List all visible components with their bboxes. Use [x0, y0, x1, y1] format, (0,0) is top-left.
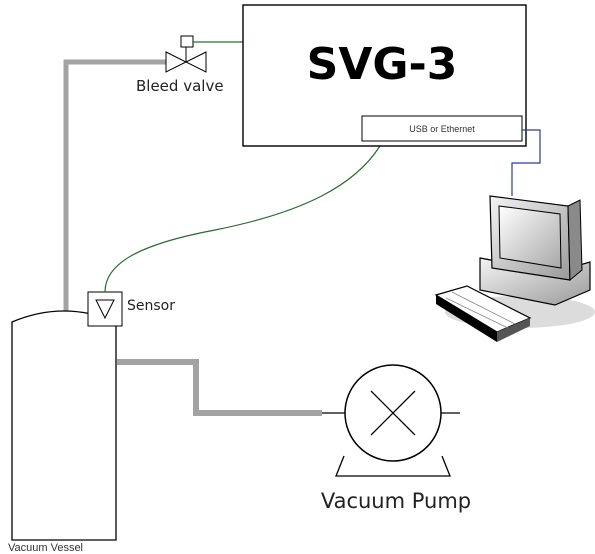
sensor	[87, 291, 123, 327]
bleed-pipe	[63, 59, 168, 312]
computer-icon	[434, 195, 595, 342]
vacuum-vessel-label: Vacuum Vessel	[8, 542, 83, 554]
sensor-signal-wire	[104, 145, 381, 293]
sensor-label: Sensor	[127, 298, 175, 314]
vacuum-pump-label: Vacuum Pump	[321, 489, 471, 513]
interface-port	[361, 115, 523, 142]
vacuum-vessel	[11, 310, 117, 541]
pump-pipe	[117, 359, 322, 416]
data-cable	[511, 129, 541, 196]
vacuum-pump	[322, 364, 460, 477]
controller-title: SVG-3	[307, 39, 458, 90]
bleed-valve-label: Bleed valve	[136, 77, 224, 95]
bleed-valve	[165, 35, 207, 73]
interface-label: USB or Ethernet	[409, 124, 475, 134]
